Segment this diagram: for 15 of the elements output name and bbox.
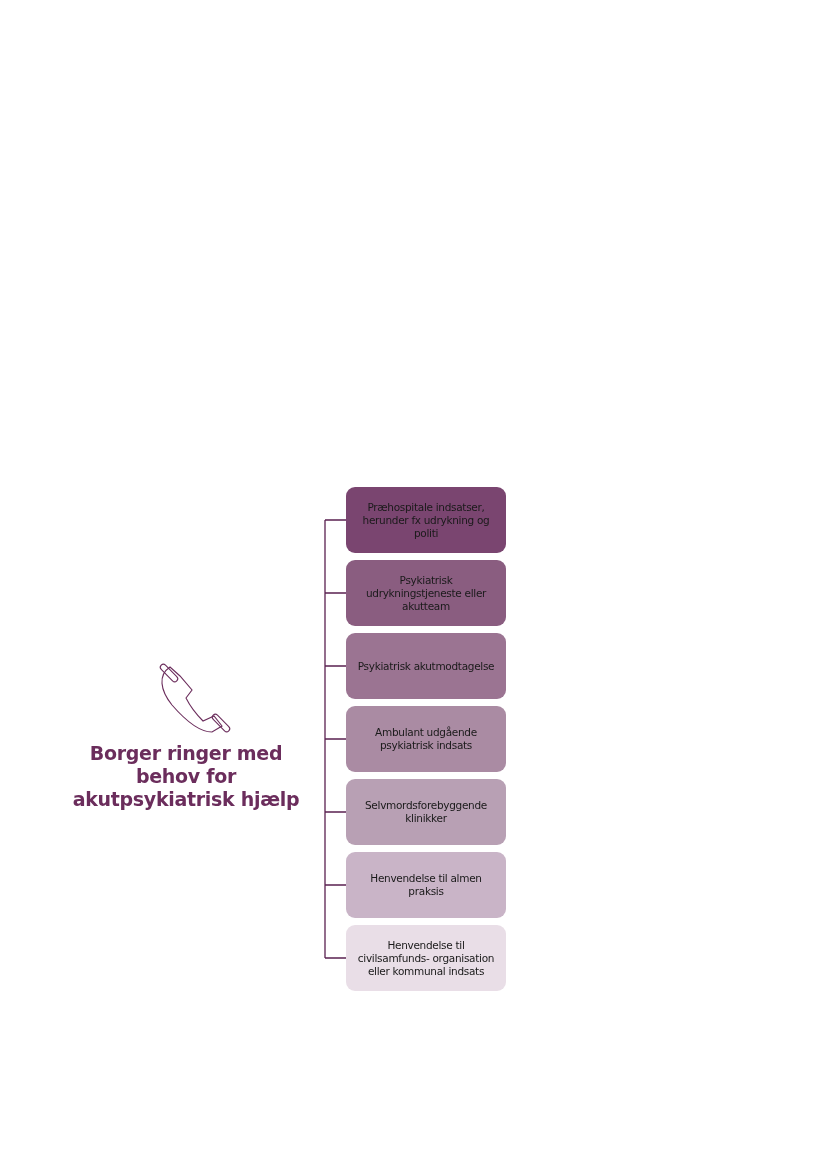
box-label: Præhospitale indsatser, herunder fx udrykning og politi bbox=[361, 500, 491, 540]
box-label: Selvmordsforebyggende klinikker bbox=[364, 799, 488, 825]
service-box bbox=[346, 925, 506, 991]
box-label: Henvendelse til civilsamfunds- organisation eller kommunal indsats bbox=[356, 938, 496, 978]
service-box bbox=[346, 779, 506, 845]
service-box bbox=[346, 560, 506, 626]
service-box bbox=[346, 487, 506, 553]
box-label: Psykiatrisk udrykningstjeneste eller akutteam bbox=[364, 573, 488, 613]
service-box bbox=[346, 706, 506, 772]
service-box bbox=[346, 852, 506, 918]
caption-text: Borger ringer med behov for akutpsykiatrisk hjælp bbox=[71, 742, 301, 811]
box-label: Ambulant udgående psykiatrisk indsats bbox=[374, 726, 478, 752]
box-label: Henvendelse til almen praksis bbox=[369, 872, 483, 898]
service-box bbox=[346, 633, 506, 699]
box-label: Psykiatrisk akutmodtagelse bbox=[357, 659, 495, 673]
